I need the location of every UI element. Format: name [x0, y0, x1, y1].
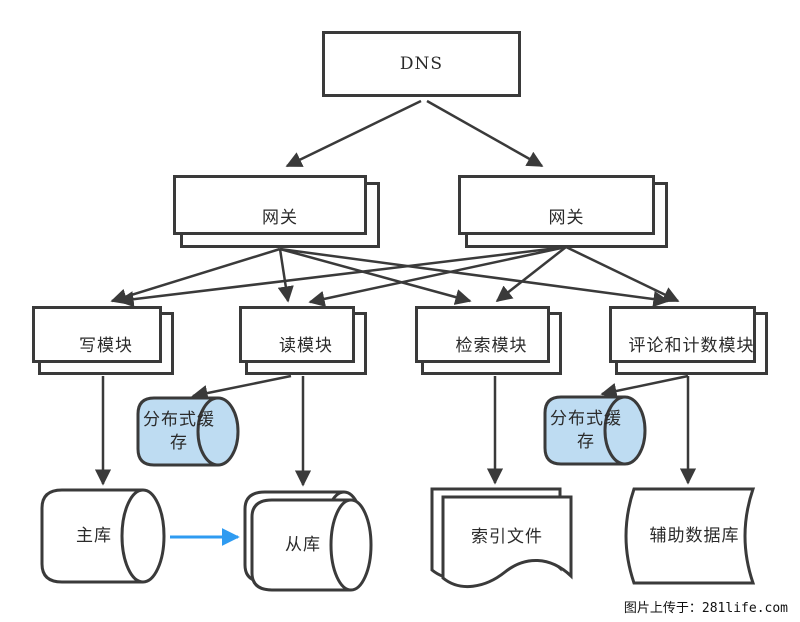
node-gateway-left: 网关	[173, 175, 380, 248]
node-write-module-label: 写模块	[79, 336, 133, 356]
edge-comment-cache-right	[600, 374, 689, 399]
edge-gwl-read	[277, 248, 294, 303]
edge-gwr-search	[495, 246, 567, 303]
edge-dns-gateway-left	[285, 99, 422, 168]
node-write-module: 写模块	[32, 306, 174, 375]
edge-gwl-search	[279, 247, 472, 305]
node-read-module-label: 读模块	[279, 336, 333, 356]
node-search-module-label: 检索模块	[455, 336, 528, 356]
watermark-text: 图片上传于：281life.com	[623, 601, 788, 616]
edge-gwl-write	[110, 247, 281, 305]
index-file-document	[430, 487, 573, 589]
node-comment-module-label: 评论和计数模块	[628, 336, 755, 356]
node-slave-db-label: 从库	[285, 534, 321, 555]
edge-gwl-comment	[279, 247, 670, 308]
node-cache-right-label: 分布式缓存	[550, 409, 622, 452]
node-cache-left-label: 分布式缓存	[143, 410, 215, 453]
edge-dns-gateway-right	[426, 99, 544, 168]
cache-right-cylinder	[543, 395, 647, 466]
slave-db-cylinder	[243, 490, 373, 592]
edge-read-cache-left	[191, 374, 292, 402]
node-gateway-left-label: 网关	[262, 207, 298, 228]
node-gateway-right: 网关	[458, 175, 668, 248]
node-read-module: 读模块	[239, 306, 367, 375]
node-index-file-label: 索引文件	[471, 526, 543, 547]
node-master-db-label: 主库	[76, 525, 112, 546]
cache-left-cylinder	[136, 396, 240, 467]
node-dns-label: DNS	[399, 54, 444, 74]
node-gateway-right-label: 网关	[548, 207, 585, 228]
node-aux-db-label: 辅助数据库	[649, 525, 740, 546]
master-db-cylinder	[40, 488, 166, 584]
edge-arrows	[94, 99, 697, 487]
aux-db-stored-data-shape	[624, 487, 756, 585]
node-search-module: 检索模块	[415, 306, 562, 375]
node-dns: DNS	[322, 31, 521, 97]
edge-gwr-comment	[565, 245, 680, 303]
node-comment-module: 评论和计数模块	[609, 306, 768, 375]
edge-gwr-write	[117, 245, 567, 308]
edge-gwr-read	[308, 245, 567, 307]
